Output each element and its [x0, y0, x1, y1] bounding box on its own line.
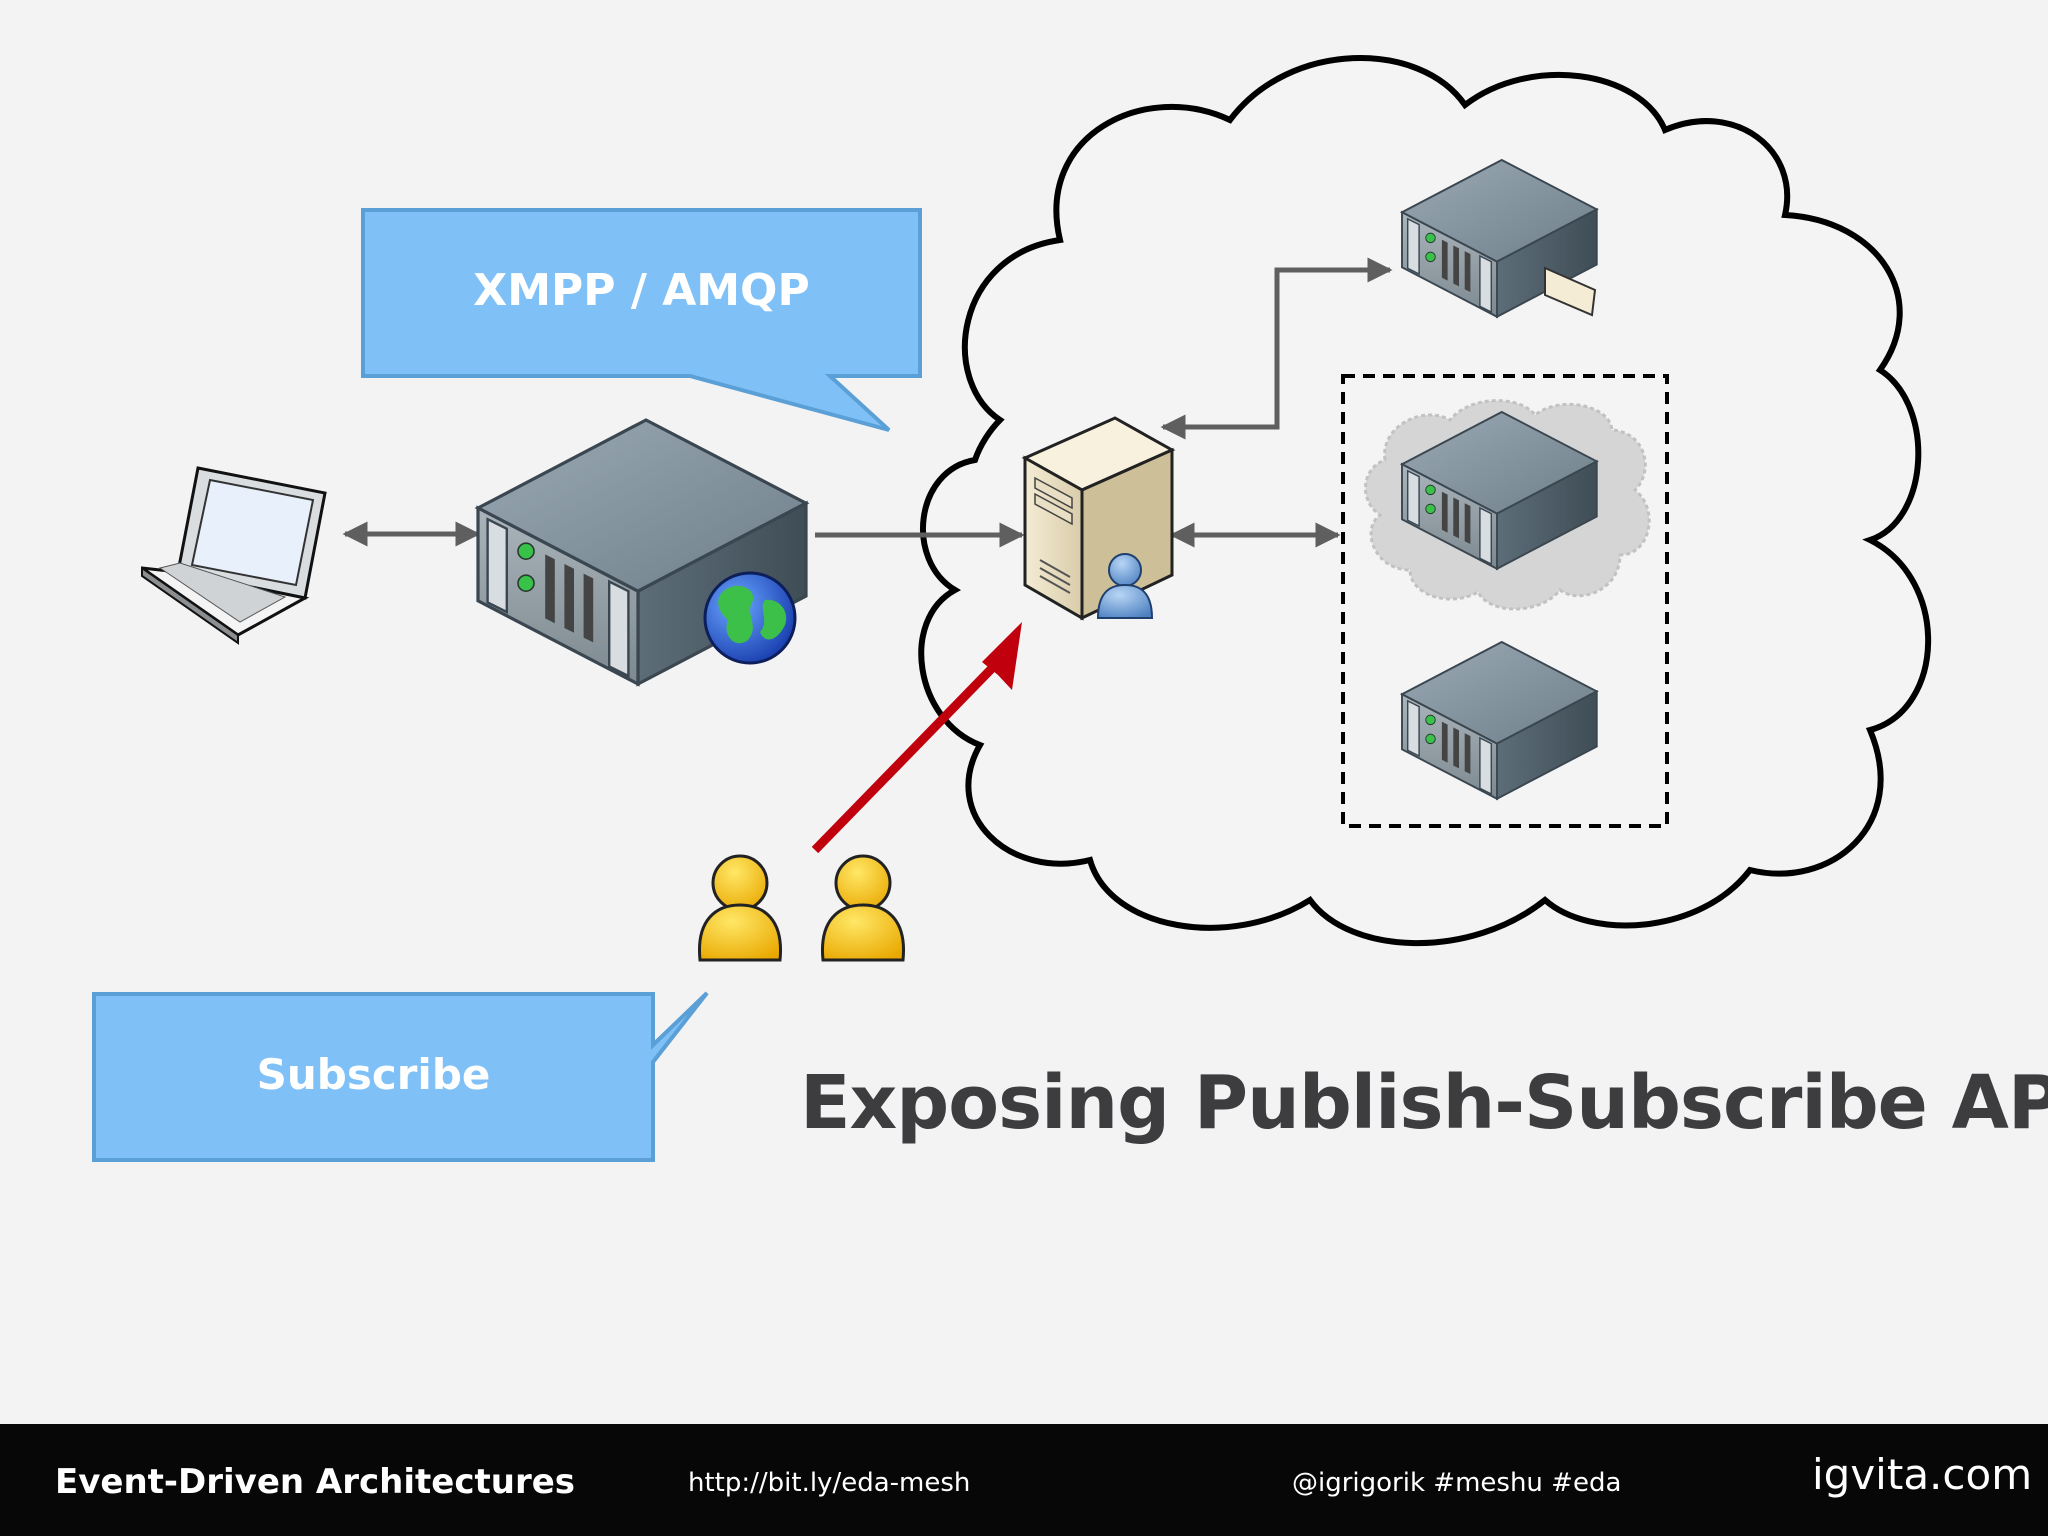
- protocol-label: XMPP / AMQP: [473, 265, 810, 316]
- laptop-icon: [141, 466, 327, 645]
- protocol-callout: [361, 208, 922, 432]
- footer-tags: @igrigorik #meshu #eda: [1292, 1468, 1622, 1498]
- footer-brand: igvita.com: [1812, 1450, 2033, 1499]
- footer-link[interactable]: http://bit.ly/eda-mesh: [688, 1468, 971, 1498]
- subscribe-label: Subscribe: [256, 1050, 491, 1099]
- user-icon: [1096, 553, 1154, 619]
- footer-title: Event-Driven Architectures: [55, 1462, 576, 1502]
- app-to-top-server-connector: [1160, 257, 1393, 440]
- footer-bar: Event-Driven Architectures http://bit.ly…: [0, 1424, 2048, 1536]
- user-group-icon: [698, 854, 905, 962]
- subscribe-arrow: [811, 656, 1004, 854]
- globe-icon: [703, 571, 797, 665]
- subscribe-arrow-head: [982, 622, 1022, 690]
- server-cluster-box: [1341, 374, 1669, 828]
- page-title: Exposing Publish-Subscribe API: [800, 1060, 2048, 1146]
- card-icon: [1544, 266, 1597, 317]
- app-server-icon: [1021, 416, 1176, 621]
- subscribe-callout: [92, 991, 709, 1162]
